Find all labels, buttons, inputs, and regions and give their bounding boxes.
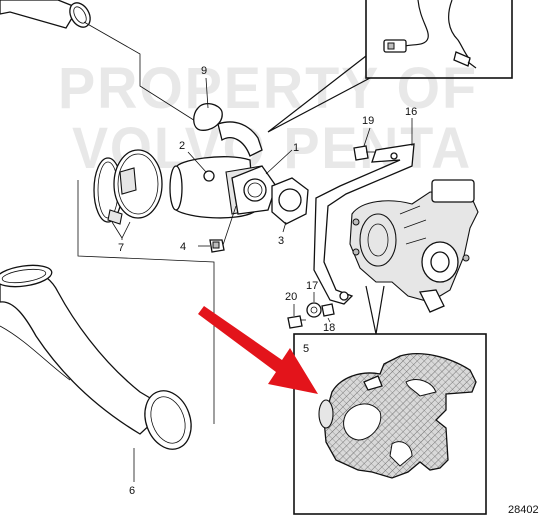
red-arrow [198, 306, 318, 394]
sensor-detail-box [365, 0, 513, 79]
leader-7-bracket [77, 180, 215, 424]
callout-9: 9 [201, 65, 207, 77]
callout-labels: 9 2 1 19 16 7 4 3 17 20 18 5 6 28402 [118, 65, 539, 516]
gasket-part-3 [271, 177, 309, 225]
callout-17: 17 [306, 280, 318, 292]
washer-part-18 [321, 303, 335, 317]
callout-7: 7 [118, 242, 124, 254]
callout-3: 3 [278, 235, 284, 247]
figure-number: 28402 [508, 504, 539, 516]
heat-shield-part-5 [323, 353, 477, 479]
clamps-part-7 [93, 149, 163, 225]
callout-5: 5 [303, 343, 309, 355]
callout-4: 4 [180, 241, 186, 253]
heat-shield-pointer [365, 285, 385, 335]
leader-19 [363, 127, 371, 147]
leader-7 [111, 221, 131, 240]
bolt-part-20 [287, 315, 306, 329]
callout-16: 16 [405, 106, 417, 118]
intake-hose-part-6 [0, 264, 192, 450]
leader-3 [282, 221, 287, 233]
flange-part-1 [231, 165, 277, 215]
bolt-part-17 [306, 302, 322, 318]
bolt-part-4 [209, 239, 225, 253]
leader-4b [221, 205, 237, 249]
callout-6: 6 [129, 485, 135, 497]
callout-18: 18 [323, 322, 335, 334]
bracket-part-16 [313, 143, 415, 305]
leader-top-hose [83, 21, 201, 125]
callout-1: 1 [293, 142, 299, 154]
sensor-box-pointer [267, 55, 371, 133]
leader-18 [327, 317, 331, 323]
turbocharger [349, 179, 479, 313]
callout-2: 2 [179, 140, 185, 152]
leader-9 [205, 77, 209, 109]
oil-pipe-clamp [193, 102, 263, 157]
heat-shield-box [293, 333, 487, 515]
watermark-line-1: PROPERTY OF [58, 56, 478, 121]
callout-19: 19 [362, 115, 374, 127]
leader-2 [187, 151, 207, 173]
bolt-part-19 [353, 145, 376, 161]
callout-20: 20 [285, 291, 297, 303]
leader-1 [265, 149, 293, 175]
top-hose [0, 0, 91, 29]
